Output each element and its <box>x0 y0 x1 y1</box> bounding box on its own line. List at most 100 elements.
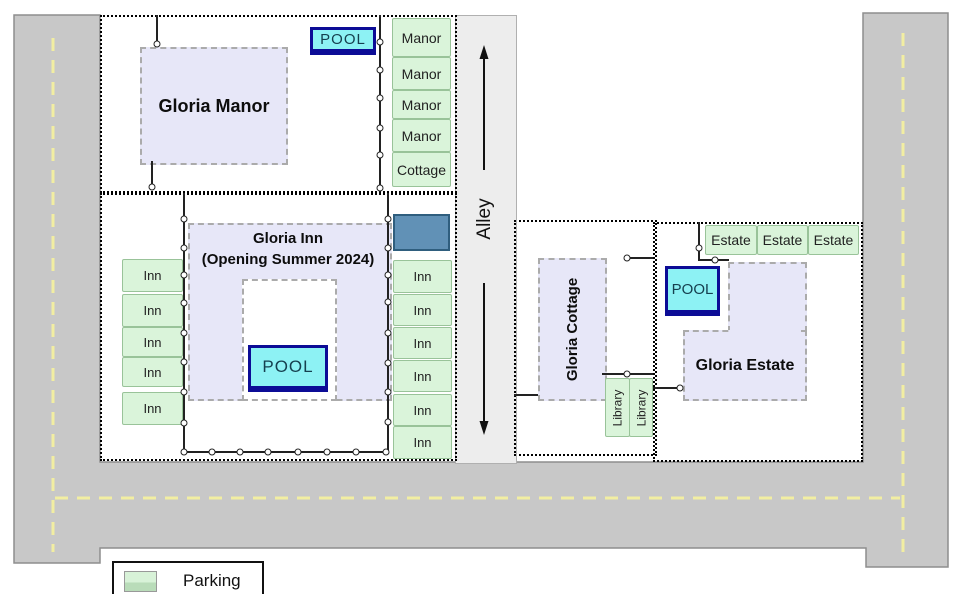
door-node <box>180 299 188 307</box>
door-node <box>180 329 188 337</box>
stall-label: Inn <box>143 364 162 380</box>
parking-stall-inn: Inn <box>393 327 452 359</box>
door-node <box>376 124 384 132</box>
door-node <box>208 448 216 456</box>
gloria-estate-building-lower: Gloria Estate <box>683 330 807 401</box>
parking-legend-swatch <box>124 570 157 592</box>
stall-label: Estate <box>711 232 751 248</box>
stall-label: Estate <box>762 232 803 248</box>
door-node <box>180 448 188 456</box>
door-node <box>376 184 384 192</box>
parking-stall-cottage: Cottage <box>392 152 451 187</box>
gloria-cottage-building: Gloria Cottage <box>538 258 607 401</box>
gloria-inn-label: Gloria Inn (Opening Summer 2024) <box>190 228 386 270</box>
connector-line <box>698 222 700 261</box>
door-node <box>711 256 719 264</box>
connector-line <box>151 161 153 188</box>
stall-label: Manor <box>401 29 442 46</box>
stall-label: Cottage <box>396 161 447 178</box>
parking-stall-inn: Inn <box>393 294 452 326</box>
gloria-cottage-label: Gloria Cottage <box>564 277 582 382</box>
door-node <box>180 244 188 252</box>
unlabeled-building <box>393 214 450 251</box>
door-node <box>180 358 188 366</box>
estate-block-boundary <box>653 222 863 462</box>
parking-stall-inn: Inn <box>122 357 183 387</box>
parking-stall-inn: Inn <box>122 392 183 425</box>
parking-stall-library: Library <box>605 378 630 437</box>
stall-label: Library <box>634 389 648 426</box>
parking-stall-manor: Manor <box>392 90 451 119</box>
inn-pool-label: POOL <box>262 357 314 376</box>
connector-line <box>184 451 388 453</box>
alley-strip <box>455 15 517 464</box>
door-node <box>376 38 384 46</box>
legend: Parking <box>112 561 264 594</box>
gloria-inn-label-line1: Gloria Inn <box>252 230 323 247</box>
stall-label: Manor <box>401 96 442 113</box>
stall-label: Inn <box>143 268 162 283</box>
cottage-block-boundary <box>514 220 657 456</box>
parking-stall-inn: Inn <box>393 360 452 392</box>
door-node <box>180 215 188 223</box>
parking-stall-estate: Estate <box>808 225 859 255</box>
door-node <box>153 40 161 48</box>
gloria-estate-label: Gloria Estate <box>695 356 795 374</box>
connector-line <box>514 394 538 396</box>
manor-pool: POOL <box>310 27 376 55</box>
parking-stall-inn: Inn <box>393 260 452 293</box>
parking-stall-library: Library <box>629 378 653 437</box>
door-node <box>376 94 384 102</box>
door-node <box>384 271 392 279</box>
stall-label: Inn <box>413 402 432 418</box>
inn-block-boundary <box>100 193 457 461</box>
door-node <box>294 448 302 456</box>
stall-label: Manor <box>401 65 442 82</box>
door-node <box>148 183 156 191</box>
stall-label: Estate <box>813 232 854 248</box>
door-node <box>323 448 331 456</box>
estate-pool: POOL <box>665 266 720 316</box>
door-node <box>384 244 392 252</box>
door-node <box>384 298 392 306</box>
door-node <box>384 359 392 367</box>
gloria-manor-building: Gloria Manor <box>140 47 288 165</box>
door-node <box>695 244 703 252</box>
connector-line <box>156 15 158 45</box>
stall-label: Library <box>610 389 625 426</box>
stall-label: Inn <box>413 435 432 450</box>
parking-stall-inn: Inn <box>122 294 183 327</box>
parking-stall-estate: Estate <box>757 225 808 255</box>
door-node <box>384 388 392 396</box>
door-node <box>264 448 272 456</box>
parking-stall-manor: Manor <box>392 18 451 57</box>
parking-stall-estate: Estate <box>705 225 757 255</box>
parking-stall-inn: Inn <box>393 394 452 426</box>
stall-label: Inn <box>413 335 432 351</box>
estate-pool-label: POOL <box>671 281 714 298</box>
gloria-inn-label-line2: (Opening Summer 2024) <box>201 251 375 268</box>
door-node <box>180 388 188 396</box>
connector-line <box>387 193 389 452</box>
stall-label: Inn <box>413 368 432 384</box>
parking-stall-manor: Manor <box>392 57 451 90</box>
road-surface <box>13 12 949 568</box>
door-node <box>384 329 392 337</box>
door-node <box>384 418 392 426</box>
connector-line <box>379 15 381 189</box>
stall-label: Inn <box>143 334 162 350</box>
stall-label: Inn <box>143 303 162 318</box>
connector-line <box>183 193 185 452</box>
alley-direction-arrows <box>479 45 489 435</box>
door-node <box>623 370 631 378</box>
stall-label: Inn <box>413 302 432 318</box>
door-node <box>376 151 384 159</box>
door-node <box>376 66 384 74</box>
door-node <box>180 271 188 279</box>
door-node <box>236 448 244 456</box>
manor-block-boundary <box>100 15 457 193</box>
gloria-manor-label: Gloria Manor <box>158 95 270 116</box>
up-arrow-head <box>479 45 489 59</box>
door-node <box>352 448 360 456</box>
